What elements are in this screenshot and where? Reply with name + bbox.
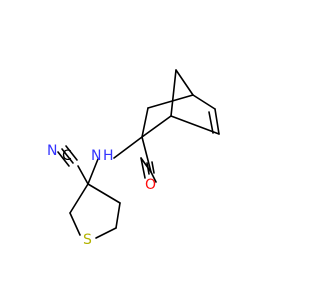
bond-c5ring-s bbox=[95, 227, 117, 239]
bond-ccarbonyl-n bbox=[113, 136, 143, 159]
carbonyl-double-bond bbox=[146, 161, 155, 175]
bond-c5-c6-double bbox=[208, 111, 214, 134]
nitrile-triple-bond bbox=[57, 145, 78, 167]
bond-carbonyl-ext bbox=[140, 157, 152, 173]
triple-bond-line-3 bbox=[57, 151, 70, 167]
molecule-drawing: N C N H O S bbox=[47, 69, 220, 248]
bond-s-c2ring bbox=[69, 212, 81, 236]
bond-cquat-c4ring bbox=[87, 183, 121, 204]
atom-ring-s: S bbox=[83, 232, 92, 248]
bonds bbox=[69, 69, 220, 239]
bond-c5-c6-single bbox=[214, 108, 220, 135]
co-line-1 bbox=[146, 162, 150, 175]
bond-c4-c5 bbox=[192, 94, 216, 110]
bond-bridge-c7-c1 bbox=[170, 69, 177, 117]
bond-cquat-ccn bbox=[77, 165, 89, 185]
bond-c2-c1 bbox=[141, 115, 172, 138]
bond-c6-c1 bbox=[170, 115, 220, 135]
atom-amide-h: H bbox=[103, 148, 114, 164]
atom-nitrile-c: C bbox=[62, 148, 72, 164]
bond-c4-c3 bbox=[147, 94, 194, 109]
triple-bond-line-1 bbox=[61, 148, 74, 164]
bond-bridge-c7-c4 bbox=[175, 69, 194, 96]
bond-n-cquat bbox=[87, 158, 99, 185]
co-line-2 bbox=[151, 161, 155, 174]
bond-co-a bbox=[140, 157, 146, 179]
bond-c2ring-cquat bbox=[69, 183, 89, 214]
triple-bond-line-2 bbox=[65, 145, 78, 161]
structure-canvas: N C N H O S bbox=[47, 69, 220, 248]
atom-nitrile-n: N bbox=[47, 143, 57, 159]
bond-co-b bbox=[150, 171, 157, 183]
bond-c4ring-c5ring bbox=[115, 202, 121, 229]
atom-amide-n: N bbox=[91, 148, 101, 164]
bond-c3-c2 bbox=[141, 107, 149, 138]
bond-c2-ccarbonyl bbox=[141, 136, 152, 173]
atom-carbonyl-o: O bbox=[145, 177, 156, 193]
